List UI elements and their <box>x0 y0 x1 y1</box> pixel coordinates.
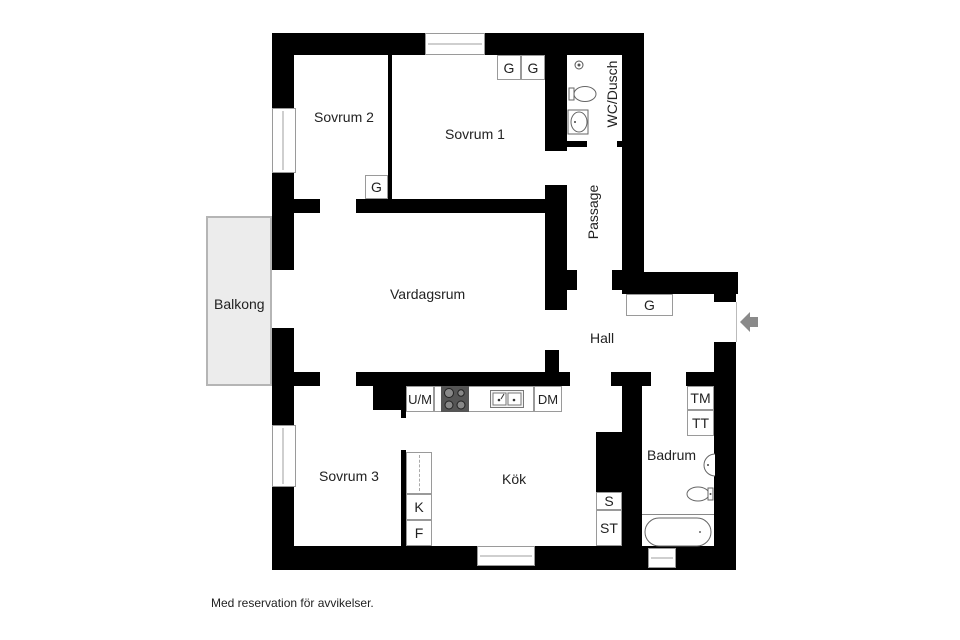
room-label-kok: Kök <box>502 471 527 487</box>
room-label-balkong: Balkong <box>214 296 265 312</box>
room-label-sovrum-2: Sovrum 2 <box>314 109 374 125</box>
wall-kok-block <box>373 386 405 410</box>
disclaimer-text: Med reservation för avvikelser. <box>211 596 374 610</box>
wall-wc-bottom <box>545 141 587 147</box>
toilet-icon <box>686 486 714 502</box>
wall-kok-pillar <box>401 386 406 418</box>
room-label-badrum: Badrum <box>647 447 697 463</box>
room-label-wc-dusch: WC/Dusch <box>604 60 620 128</box>
wall-storage-block <box>596 432 626 492</box>
wall-badrum-top-right <box>686 372 716 386</box>
shower-icon <box>572 58 586 72</box>
wardrobe-sovrum1-b: G <box>521 55 545 80</box>
storage-s: S <box>596 492 622 510</box>
wall-badrum-left <box>622 372 642 548</box>
toilet-icon <box>568 85 598 103</box>
sink-icon <box>490 390 524 408</box>
wall-vardagsrum-bottom-left <box>294 372 320 386</box>
window-kok <box>477 546 535 566</box>
wall-kok-stub <box>545 350 559 380</box>
wall-right-step <box>622 272 738 294</box>
wall-passage-left <box>545 185 567 310</box>
wall-passage-right-jog <box>612 270 626 290</box>
wall-right-lower <box>714 342 736 570</box>
window-badrum <box>648 548 676 568</box>
wardrobe-hall: G <box>626 294 673 316</box>
window-top <box>425 33 485 55</box>
entrance-arrow-icon <box>740 312 758 332</box>
washbasin-icon <box>567 109 589 135</box>
wall-vardagsrum-bottom <box>356 372 570 386</box>
stove-icon <box>441 386 469 412</box>
washbasin-icon <box>695 452 716 478</box>
wardrobe-sovrum2: G <box>365 175 388 199</box>
balcony-area <box>206 216 272 386</box>
laundry-tt: TT <box>687 410 714 436</box>
room-label-hall: Hall <box>590 330 615 346</box>
wall-right-step-2 <box>714 272 736 302</box>
laundry-tm: TM <box>687 386 714 410</box>
wall-vardagsrum-top <box>356 199 564 213</box>
wall-wc-left <box>545 53 567 151</box>
room-label-sovrum-1: Sovrum 1 <box>445 126 505 142</box>
wall-vardagsrum-top-left <box>294 199 320 213</box>
bathtub-icon <box>642 514 714 548</box>
wardrobe-sovrum1-a: G <box>497 55 521 80</box>
storage-st: ST <box>596 510 622 546</box>
wall-sovrum2-sovrum1 <box>388 55 392 199</box>
kitchen-dm: DM <box>534 386 562 412</box>
wall-right-upper <box>622 33 644 293</box>
wall-wc-bottom-right <box>617 141 623 147</box>
room-label-vardagsrum: Vardagsrum <box>390 286 466 302</box>
window-sovrum3 <box>272 425 296 487</box>
room-label-sovrum-3: Sovrum 3 <box>319 468 379 484</box>
room-label-passage: Passage <box>585 184 601 240</box>
kitchen-f: F <box>406 520 432 546</box>
entrance-door-line <box>736 302 737 342</box>
kitchen-um: U/M <box>406 386 434 412</box>
kitchen-k: K <box>406 494 432 520</box>
kitchen-tall-unit <box>406 452 432 494</box>
wall-passage-left-jog <box>545 270 577 290</box>
wall-sovrum3-kok <box>401 450 406 548</box>
window-sovrum2 <box>272 108 296 173</box>
